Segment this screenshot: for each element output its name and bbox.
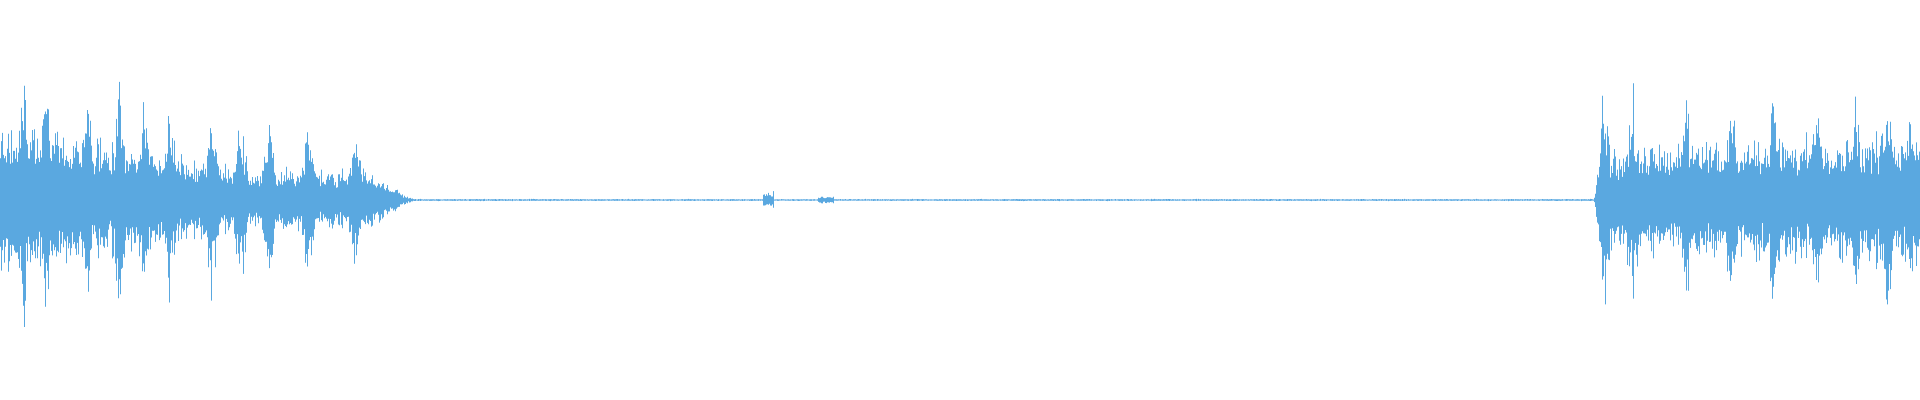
waveform-amplitude-lines <box>0 81 1920 327</box>
